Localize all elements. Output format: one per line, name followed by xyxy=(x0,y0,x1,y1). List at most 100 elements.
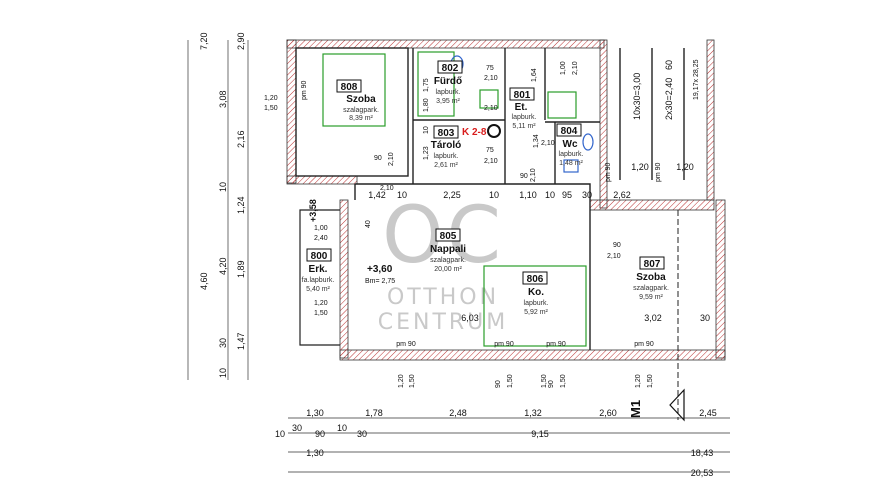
inner-3: 10 xyxy=(489,190,499,200)
room-802-floor: lapburk. xyxy=(436,89,461,96)
room-803-number: 803 xyxy=(438,128,455,139)
inner-5: 10 xyxy=(545,190,555,200)
room-807: 807 Szoba szalagpark. 9,59 m² xyxy=(633,256,669,301)
left-dim-7: 4,20 xyxy=(218,257,228,275)
misc-21: 1,20 xyxy=(314,300,328,307)
room-805: 805 Nappali szalagpark. 20,00 m² xyxy=(430,228,466,273)
room-804-floor: lapburk. xyxy=(559,151,584,158)
walls xyxy=(286,39,726,361)
inner-13: 30 xyxy=(700,313,710,323)
left-dim-3: 2,16 xyxy=(236,130,246,148)
inner-1: 10 xyxy=(397,190,407,200)
furniture xyxy=(322,51,587,347)
misc-20: 40 xyxy=(365,220,372,228)
wall-808-bottom xyxy=(286,175,358,185)
inner-8: 2,62 xyxy=(613,190,631,200)
room-804-area: 1,48 m² xyxy=(559,160,583,167)
room-803: 803 Tároló lapburk. 2,61 m² xyxy=(431,125,462,169)
left-dim-10: 1,47 xyxy=(236,332,246,350)
stair-note-60: 60 xyxy=(664,60,674,70)
left-dim-9: 30 xyxy=(218,338,228,348)
room-800: 800 Erk. fa.lapburk. 5,40 m² xyxy=(302,248,335,293)
wall-right xyxy=(715,199,726,359)
room-807-floor: szalagpark. xyxy=(633,285,669,292)
misc-12: 1,34 xyxy=(533,134,540,148)
left-dim-8: 1,89 xyxy=(236,260,246,278)
watermark-line1: OTTHON xyxy=(387,285,499,310)
misc-9: 1,64 xyxy=(531,68,538,82)
pm-6: pm 90 xyxy=(655,162,662,182)
inner-0: 1,42 xyxy=(368,190,386,200)
room-805-floor: szalagpark. xyxy=(430,257,466,264)
bottom-r4-0: 20,53 xyxy=(691,468,714,478)
room-806: 806 Ko. lapburk. 5,92 m² xyxy=(522,271,549,316)
inner-7: 30 xyxy=(582,190,592,200)
misc-dimensions: 1,75 2,10 1,80 10 1,23 2,10 75 2,10 75 1… xyxy=(314,61,654,388)
misc-34: 2,10 xyxy=(380,185,394,192)
misc-13: 2,10 xyxy=(541,140,555,147)
misc-28: 1,50 xyxy=(507,374,514,388)
inner-12: 3,02 xyxy=(644,313,662,323)
kitchen-counter xyxy=(483,265,587,347)
misc-31: 1,50 xyxy=(560,374,567,388)
bottom-r2-3: 10 xyxy=(337,423,347,433)
room-807-area: 9,59 m² xyxy=(639,294,663,301)
misc-23: 90 xyxy=(613,242,621,249)
misc-15: 2,10 xyxy=(388,152,395,166)
watermark-line2: CENTRUM xyxy=(378,310,509,335)
room-803-name: Tároló xyxy=(431,140,462,151)
chimney-icon xyxy=(487,124,501,138)
bottom-r2-0: 10 xyxy=(275,429,285,439)
room-801-floor: lapburk. xyxy=(512,114,537,121)
left-pair-1: 1,50 xyxy=(264,105,278,112)
stair-steps-a: 10x30=3,00 xyxy=(632,73,642,120)
misc-29: 1,50 xyxy=(541,374,548,388)
pm-3: pm 90 xyxy=(634,341,654,348)
room-800-floor: fa.lapburk. xyxy=(302,277,335,284)
misc-2: 1,80 xyxy=(423,98,430,112)
dimension-lines xyxy=(187,40,730,473)
room-806-area: 5,92 m² xyxy=(524,309,548,316)
room-802-number: 802 xyxy=(442,63,459,74)
misc-8: 75 xyxy=(486,147,494,154)
room-802-name: Fürdő xyxy=(434,76,462,87)
misc-22: 1,50 xyxy=(314,310,328,317)
inner-11: 6,03 xyxy=(461,313,479,323)
pm-4: pm 90 xyxy=(301,80,308,100)
inner-9: 1,20 xyxy=(631,162,649,172)
bottom-r2-4: 30 xyxy=(357,429,367,439)
misc-25: 1,20 xyxy=(398,374,405,388)
misc-14: 90 xyxy=(374,155,382,162)
room-805-name: Nappali xyxy=(430,244,466,255)
misc-4: 1,23 xyxy=(423,146,430,160)
sink xyxy=(479,89,499,109)
wall-top xyxy=(286,39,605,49)
room-802: 802 Fürdő lapburk. 3,95 m² xyxy=(434,60,463,105)
watermark: OC OTTHON CENTRUM xyxy=(378,191,509,335)
bottom-r1-0: 1,30 xyxy=(306,408,324,418)
room-800-number: 800 xyxy=(311,251,328,262)
left-dim-0: 7,20 xyxy=(199,32,209,50)
left-dim-1: 2,90 xyxy=(236,32,246,50)
left-dimensions: 7,20 2,90 3,08 2,16 10 1,24 4,60 4,20 1,… xyxy=(199,32,278,378)
bottom-r1-4: 2,60 xyxy=(599,408,617,418)
left-dim-6: 4,60 xyxy=(199,272,209,290)
room-803-floor: lapburk. xyxy=(434,153,459,160)
room-804-name: Wc xyxy=(563,139,578,150)
bottom-r2-5: 9,15 xyxy=(531,429,549,439)
room-801-number: 801 xyxy=(514,90,531,101)
room-806-floor: lapburk. xyxy=(524,300,549,307)
misc-5: 2,10 xyxy=(484,158,498,165)
left-dim-5: 1,24 xyxy=(236,196,246,214)
inner-2: 2,25 xyxy=(443,190,461,200)
room-803-area: 2,61 m² xyxy=(434,162,458,169)
room-801-name: Et. xyxy=(515,102,528,113)
terrace-level-mark: +3,58 xyxy=(308,199,318,222)
room-808-number: 808 xyxy=(341,82,358,93)
stair-steps-b: 2x30=2,40 xyxy=(664,78,674,120)
wall-stair-right xyxy=(706,39,715,201)
wall-bottom xyxy=(339,349,726,361)
section-arrow-icon xyxy=(669,388,685,422)
bottom-r1-3: 1,32 xyxy=(524,408,542,418)
